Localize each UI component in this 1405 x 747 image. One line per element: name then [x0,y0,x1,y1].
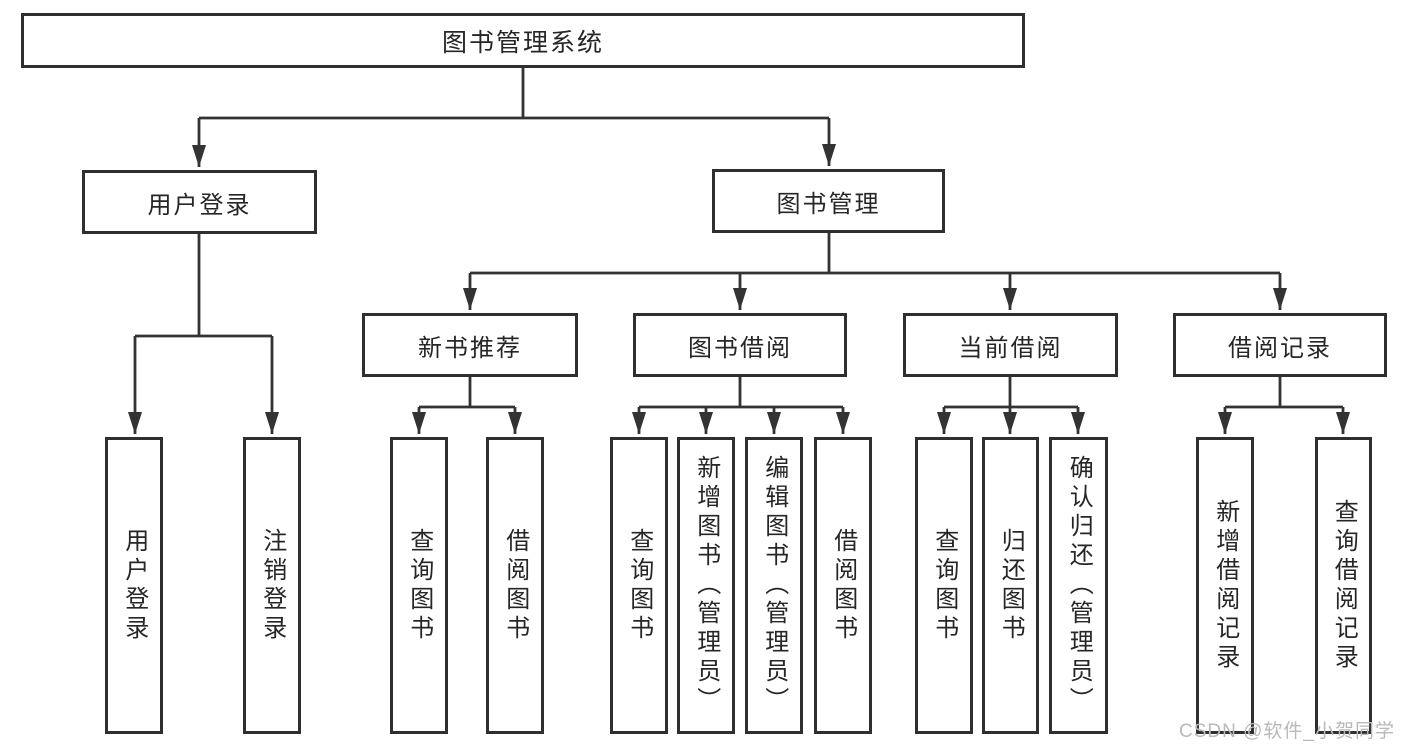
leaf-add-books-admin: 新增图书（管理员） [677,437,735,734]
node-label: 当前借阅 [958,334,1063,362]
leaf-add-borrow-record: 新增借阅记录 [1196,437,1254,734]
watermark-text: CSDN @软件_小贺同学 [1179,721,1395,742]
node-label: 新增借阅记录 [1211,498,1239,673]
node-label: 查询图书 [625,527,653,644]
leaf-query-books-current: 查询图书 [915,437,973,734]
leaf-logout: 注销登录 [243,437,301,734]
node-label: 查询借阅记录 [1330,498,1358,673]
node-borrowing-records: 借阅记录 [1173,313,1387,377]
node-label: 图书管理系统 [441,28,604,57]
leaf-query-books-borrowing: 查询图书 [610,437,668,734]
node-label: 新增图书（管理员） [692,455,720,716]
node-label: 新书推荐 [418,334,522,362]
node-label: 借阅记录 [1228,334,1332,362]
node-label: 查询图书 [405,527,433,644]
node-label: 图书借阅 [688,334,792,362]
node-label: 借阅图书 [829,527,857,644]
node-book-borrowing: 图书借阅 [633,313,847,377]
node-label: 图书管理 [776,190,881,218]
node-label: 借阅图书 [501,527,529,644]
leaf-borrow-books-borrowing: 借阅图书 [814,437,872,734]
leaf-borrow-books-recommend: 借阅图书 [486,437,544,734]
node-user-login: 用户登录 [82,170,317,234]
leaf-query-books-recommend: 查询图书 [390,437,448,734]
leaf-user-login: 用户登录 [105,437,163,734]
node-label: 查询图书 [930,527,958,644]
node-new-book-recommend: 新书推荐 [362,313,578,377]
node-label: 用户登录 [120,527,148,644]
leaf-confirm-return-admin: 确认归还（管理员） [1049,437,1108,734]
node-label: 归还图书 [997,527,1025,644]
node-label: 用户登录 [147,191,252,219]
node-label: 编辑图书（管理员） [760,455,788,716]
leaf-return-books: 归还图书 [982,437,1039,734]
node-book-management: 图书管理 [712,169,945,233]
node-library-management-system: 图书管理系统 [21,13,1025,68]
leaf-edit-books-admin: 编辑图书（管理员） [745,437,803,734]
node-label: 确认归还（管理员） [1065,455,1093,716]
node-label: 注销登录 [258,527,286,644]
leaf-query-borrow-record: 查询借阅记录 [1315,437,1372,734]
node-current-borrowing: 当前借阅 [903,313,1118,377]
